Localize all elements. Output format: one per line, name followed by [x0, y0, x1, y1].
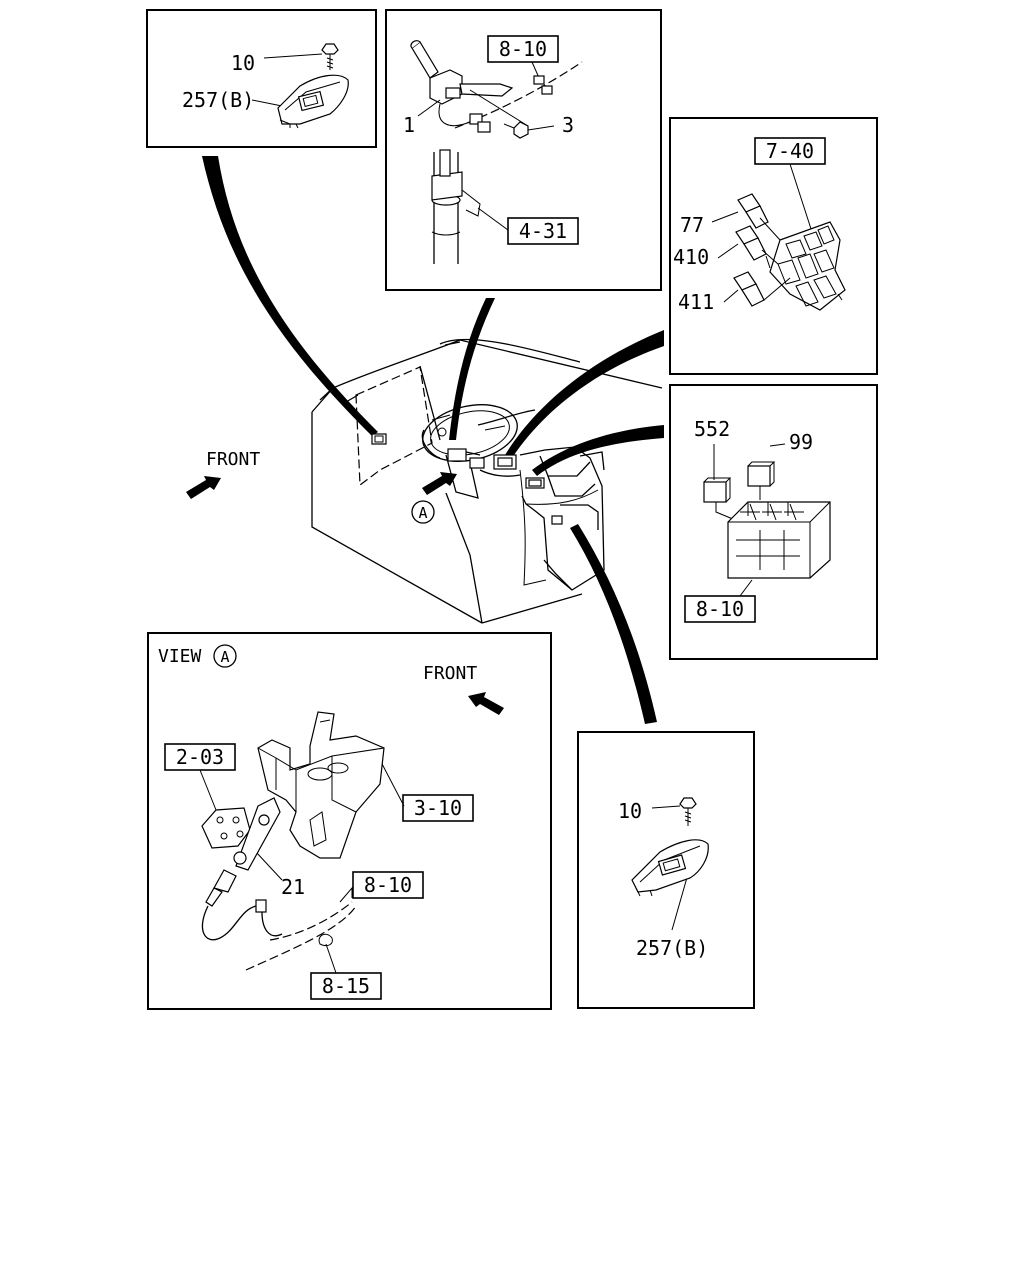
ref-label-7-40: 7-40	[766, 139, 814, 163]
part-label-10-bottom: 10	[618, 799, 642, 823]
ref-label-8-15: 8-15	[322, 974, 370, 998]
part-label-552: 552	[694, 417, 730, 441]
relay-77-icon	[737, 193, 781, 241]
ref-box-8-10	[352, 871, 424, 899]
part-label-99: 99	[789, 430, 813, 454]
ref-box-8-10	[487, 35, 559, 63]
main-front-label: FRONT	[206, 449, 260, 470]
combination-switch-icon	[410, 40, 514, 133]
panel-view-a: VIEW A FRONT 2-03 3-10 21 8-10 8-15	[147, 632, 552, 1010]
panel-right-middle: 552 99 8-10	[669, 384, 878, 660]
ref-label-2-03: 2-03	[176, 745, 224, 769]
ref-label-8-10-view: 8-10	[364, 873, 412, 897]
view-a-front-label: FRONT	[423, 663, 477, 684]
main-front-arrow-icon	[186, 476, 221, 499]
relay-99-icon	[747, 461, 776, 500]
panel-right-upper: 7-40 77 410 411	[669, 117, 878, 375]
view-a-title-marker: A	[220, 648, 229, 666]
relay-410-icon	[735, 225, 779, 265]
view-a-marker-circle	[411, 500, 435, 524]
part-label-411: 411	[678, 290, 714, 314]
part-label-257b: 257(B)	[182, 88, 254, 112]
ref-box-8-15	[310, 972, 382, 1000]
door-switch-icon	[631, 839, 709, 897]
part-label-10: 10	[231, 51, 255, 75]
fuse-block-icon	[765, 221, 846, 311]
steering-column-icon	[431, 149, 509, 264]
main-front-indicator: FRONT A	[186, 449, 457, 524]
door-switch-icon	[277, 74, 349, 129]
main-view-a-marker: A	[418, 504, 427, 522]
screw-icon	[679, 797, 697, 826]
screw-icon	[503, 121, 555, 139]
part-label-77: 77	[680, 213, 704, 237]
ref-label-4-31: 4-31	[519, 219, 567, 243]
ref-label-8-10: 8-10	[499, 37, 547, 61]
ref-label-8-10-relay: 8-10	[696, 597, 744, 621]
part-label-1: 1	[403, 113, 415, 137]
view-a-direction-arrow-icon	[422, 472, 457, 495]
view-a-title-marker-circle	[213, 644, 237, 668]
part-label-410: 410	[673, 245, 709, 269]
view-a-title: VIEW	[158, 646, 202, 667]
vehicle-interior	[311, 338, 663, 624]
ref-box-3-10	[402, 794, 474, 822]
view-a-front-arrow-icon	[468, 692, 504, 715]
part-label-257b-bottom: 257(B)	[636, 936, 708, 960]
junction-box-icon	[727, 501, 831, 579]
part-label-21: 21	[281, 875, 305, 899]
panel-top-center: 8-10 1 3 4-31	[385, 9, 662, 291]
ref-box-4-31	[507, 217, 579, 245]
panel-bottom-right: 10 257(B)	[577, 731, 755, 1009]
panel-top-left: 10 257(B)	[146, 9, 377, 148]
ref-box-8-10	[684, 595, 756, 623]
ref-box-7-40	[754, 137, 826, 165]
sensor-icon	[205, 797, 281, 907]
ref-label-3-10: 3-10	[414, 796, 462, 820]
leader-curves	[202, 156, 664, 724]
relay-411-icon	[733, 271, 791, 307]
part-label-3: 3	[562, 113, 574, 137]
screw-icon	[321, 43, 339, 70]
bracket-icon	[257, 711, 385, 859]
